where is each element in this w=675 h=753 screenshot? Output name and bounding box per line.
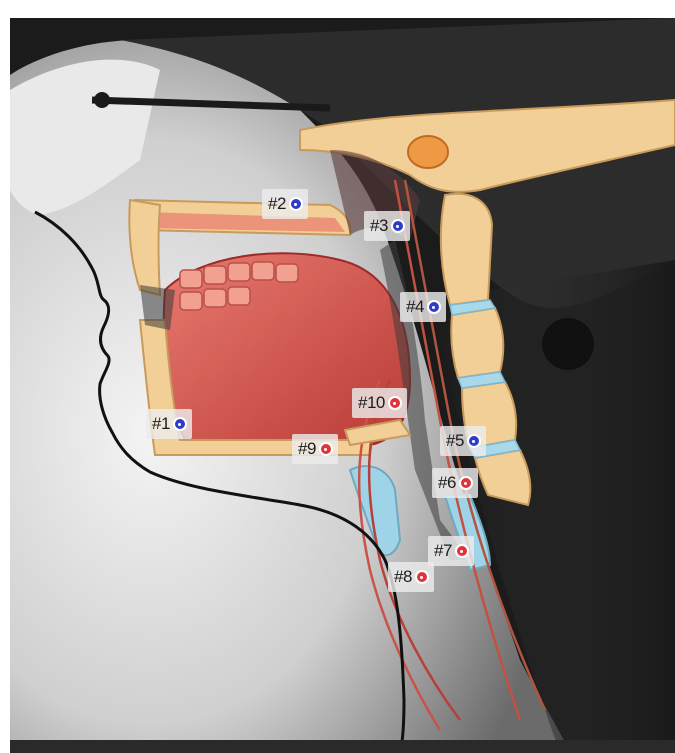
marker-3: #3 bbox=[364, 211, 410, 241]
marker-label: #3 bbox=[370, 216, 388, 236]
marker-8: #8 bbox=[388, 562, 434, 592]
marker-label: #9 bbox=[298, 439, 316, 459]
marker-9: #9 bbox=[292, 434, 338, 464]
marker-10: #10 bbox=[352, 388, 407, 418]
marker-dot-red bbox=[388, 396, 402, 410]
marker-label: #5 bbox=[446, 431, 464, 451]
marker-7: #7 bbox=[428, 536, 474, 566]
marker-4: #4 bbox=[400, 292, 446, 322]
marker-6: #6 bbox=[432, 468, 478, 498]
marker-dot-blue bbox=[427, 300, 441, 314]
marker-dot-blue bbox=[173, 417, 187, 431]
marker-label: #7 bbox=[434, 541, 452, 561]
marker-label: #10 bbox=[358, 393, 385, 413]
marker-2: #2 bbox=[262, 189, 308, 219]
marker-1: #1 bbox=[146, 409, 192, 439]
marker-dot-red bbox=[455, 544, 469, 558]
marker-dot-blue bbox=[289, 197, 303, 211]
marker-dot-red bbox=[415, 570, 429, 584]
marker-dot-blue bbox=[467, 434, 481, 448]
marker-dot-red bbox=[459, 476, 473, 490]
marker-label: #8 bbox=[394, 567, 412, 587]
marker-dot-blue bbox=[391, 219, 405, 233]
marker-label: #4 bbox=[406, 297, 424, 317]
marker-label: #6 bbox=[438, 473, 456, 493]
marker-dot-red bbox=[319, 442, 333, 456]
sphenoid-sinus bbox=[408, 136, 448, 168]
marker-5: #5 bbox=[440, 426, 486, 456]
marker-label: #1 bbox=[152, 414, 170, 434]
marker-label: #2 bbox=[268, 194, 286, 214]
